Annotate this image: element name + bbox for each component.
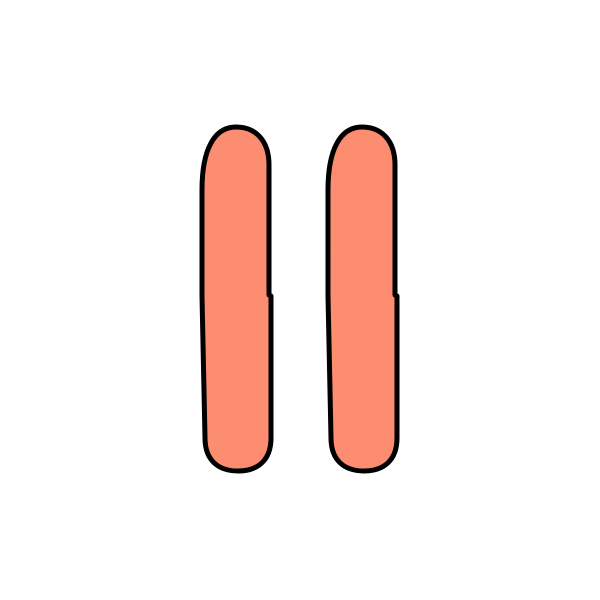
pause-bar-left (199, 124, 274, 474)
pause-bar-right (325, 124, 400, 474)
